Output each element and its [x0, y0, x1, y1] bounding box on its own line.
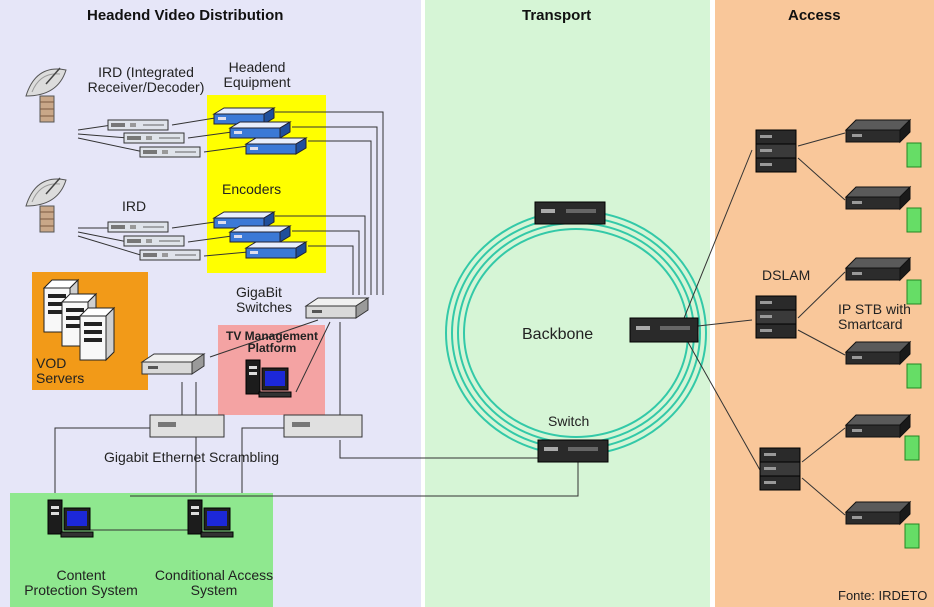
vod-servers-label: VOD Servers — [36, 355, 85, 386]
gigabit-switch-icon — [305, 297, 369, 319]
dslam-icon — [755, 129, 797, 173]
ird-rack-icon — [139, 146, 201, 158]
backbone-label: Backbone — [522, 326, 594, 343]
ird-rack-icon — [123, 132, 185, 144]
ird-rack-icon — [107, 221, 169, 233]
encoder-icon — [245, 137, 307, 155]
transport-section-title: Transport — [522, 7, 592, 24]
ip-stb-icon — [845, 186, 911, 210]
ip-stb-label: IP STB with Smartcard — [838, 301, 911, 332]
encoders-label: Encoders — [222, 181, 282, 197]
dslam-icon — [759, 447, 801, 491]
vod-switch-icon — [141, 353, 205, 375]
ip-stb-icon — [845, 501, 911, 525]
switch-label: Switch — [548, 413, 590, 429]
backbone-switch-icon — [537, 439, 609, 463]
smartcard-icons — [904, 142, 922, 549]
encoder-icon — [245, 241, 307, 259]
ip-stb-icon — [845, 119, 911, 143]
scrambler-icon — [283, 414, 363, 438]
scrambler-icon — [149, 414, 225, 438]
headend-section-title: Headend Video Distribution — [87, 7, 284, 24]
ird-rack-icon — [139, 249, 201, 261]
headend-equipment-label: Headend Equipment — [223, 59, 291, 90]
ip-stb-icon — [845, 414, 911, 438]
source-credit: Fonte: IRDETO — [838, 588, 928, 603]
gigabit-scrambling-label: Gigabit Ethernet Scrambling — [104, 449, 280, 465]
ird-integrated-label: IRD (Integrated Receiver/Decoder) — [87, 64, 205, 95]
encoder-icon — [229, 225, 291, 243]
vod-server-icon — [79, 307, 115, 361]
ird-rack-icon — [107, 119, 169, 131]
access-section-title: Access — [788, 7, 841, 24]
conditional-access-label: Conditional Access System — [154, 567, 274, 598]
transport-section-bg — [425, 0, 710, 607]
backbone-router-icon — [629, 317, 699, 343]
dslam-icon — [755, 295, 797, 339]
cabling — [54, 111, 846, 531]
dslam-label: DSLAM — [762, 267, 811, 283]
ird-rack-icon — [123, 235, 185, 247]
ip-stb-icon — [845, 257, 911, 281]
encoder-icon — [229, 121, 291, 139]
backbone-router-icon — [534, 201, 606, 225]
content-protection-label: Content Protection System — [24, 567, 138, 598]
ird-label: IRD — [122, 198, 147, 214]
ip-stb-icon — [845, 341, 911, 365]
gigabit-switches-label: GigaBit Switches — [236, 284, 293, 315]
tv-management-label: TV Management Platform — [225, 329, 318, 355]
